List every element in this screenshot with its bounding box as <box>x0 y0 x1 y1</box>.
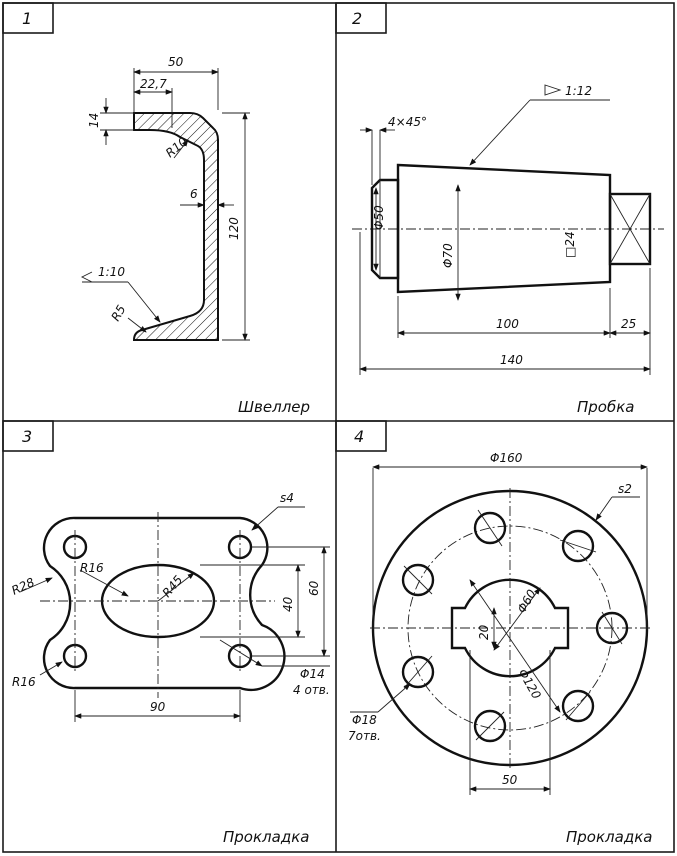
dim-d120: Φ120 <box>515 667 543 702</box>
panel-2-number-box <box>335 2 387 34</box>
bolt-hole-4 <box>561 689 595 723</box>
dim-s2: s2 <box>618 482 632 496</box>
panel-4-title: Прокладка <box>566 828 652 846</box>
dim-r5: R5 <box>108 303 128 324</box>
panel-2-title: Пробка <box>577 398 634 416</box>
dim-6: 6 <box>190 187 198 201</box>
panel-3-number-box <box>2 420 54 452</box>
dim-d70: Φ70 <box>441 243 455 268</box>
dim-d50: Φ50 <box>372 205 386 230</box>
dim-d160: Φ160 <box>490 451 523 465</box>
panel-1: 1 Швеллер 50 22,7 14 R10 6 1 <box>2 2 310 416</box>
dim-r45: R45 <box>160 573 186 600</box>
bolt-hole-3 <box>595 611 629 645</box>
dim-7-holes: 7отв. <box>348 729 381 743</box>
panel-4-dimensions: Φ160 s2 Φ60 Φ120 20 50 Φ18 7отв. <box>348 451 648 795</box>
plug-body <box>352 163 664 294</box>
dim-100: 100 <box>496 317 519 331</box>
panel-1-dimensions: 50 22,7 14 R10 6 120 1:10 R5 <box>80 55 250 341</box>
dim-90: 90 <box>150 700 166 714</box>
dim-22-7: 22,7 <box>140 77 167 91</box>
panel-2-dimensions: 1:12 4×45° Φ50 Φ70 □24 100 25 140 <box>359 84 651 375</box>
panel-4-number-box <box>335 420 387 452</box>
dim-40: 40 <box>281 596 295 612</box>
panel-2: 2 Пробка 1:12 4×45° Φ50 Φ70 □24 <box>335 2 664 416</box>
plug-square <box>608 192 652 266</box>
panel-4: 4 Прокладка Φ160 <box>335 420 652 846</box>
dim-60: 60 <box>307 580 321 596</box>
dim-25: 25 <box>621 317 636 331</box>
bolt-hole-6 <box>401 655 435 689</box>
dim-14: 14 <box>87 113 101 128</box>
panel-2-number: 2 <box>352 9 362 28</box>
bolt-hole-1 <box>473 511 507 545</box>
dim-taper: 1:12 <box>565 84 592 98</box>
bolt-hole-7 <box>401 563 435 597</box>
dim-50: 50 <box>502 773 518 787</box>
dim-4-holes: 4 отв. <box>293 683 330 697</box>
bolt-hole-2 <box>561 529 595 563</box>
channel-section <box>132 112 219 341</box>
dim-50: 50 <box>168 55 184 69</box>
panel-3: 3 Прокладка s4 R16 R45 R28 R16 40 <box>2 420 330 846</box>
panel-1-number: 1 <box>22 9 32 28</box>
dim-sq24: □24 <box>563 231 577 258</box>
dim-d14: Φ14 <box>300 667 325 681</box>
dim-d60: Φ60 <box>514 587 539 616</box>
dim-d18: Φ18 <box>352 713 377 727</box>
panel-4-number: 4 <box>354 427 364 446</box>
dim-140: 140 <box>500 353 523 367</box>
dim-r16-top: R16 <box>80 561 104 575</box>
dim-chamfer: 4×45° <box>388 115 427 129</box>
dim-slope: 1:10 <box>98 265 125 279</box>
dim-s4: s4 <box>280 491 294 505</box>
panel-1-number-box <box>2 2 54 34</box>
dim-120: 120 <box>227 217 241 240</box>
panel-1-title: Швеллер <box>238 398 310 416</box>
dim-r28: R28 <box>9 575 37 598</box>
flange-bolt-holes <box>401 509 629 743</box>
dim-20: 20 <box>477 624 491 640</box>
panel-3-title: Прокладка <box>223 828 309 846</box>
plug-taper <box>396 163 612 294</box>
panel-3-number: 3 <box>22 427 32 446</box>
dim-r16-bottom: R16 <box>12 675 36 689</box>
